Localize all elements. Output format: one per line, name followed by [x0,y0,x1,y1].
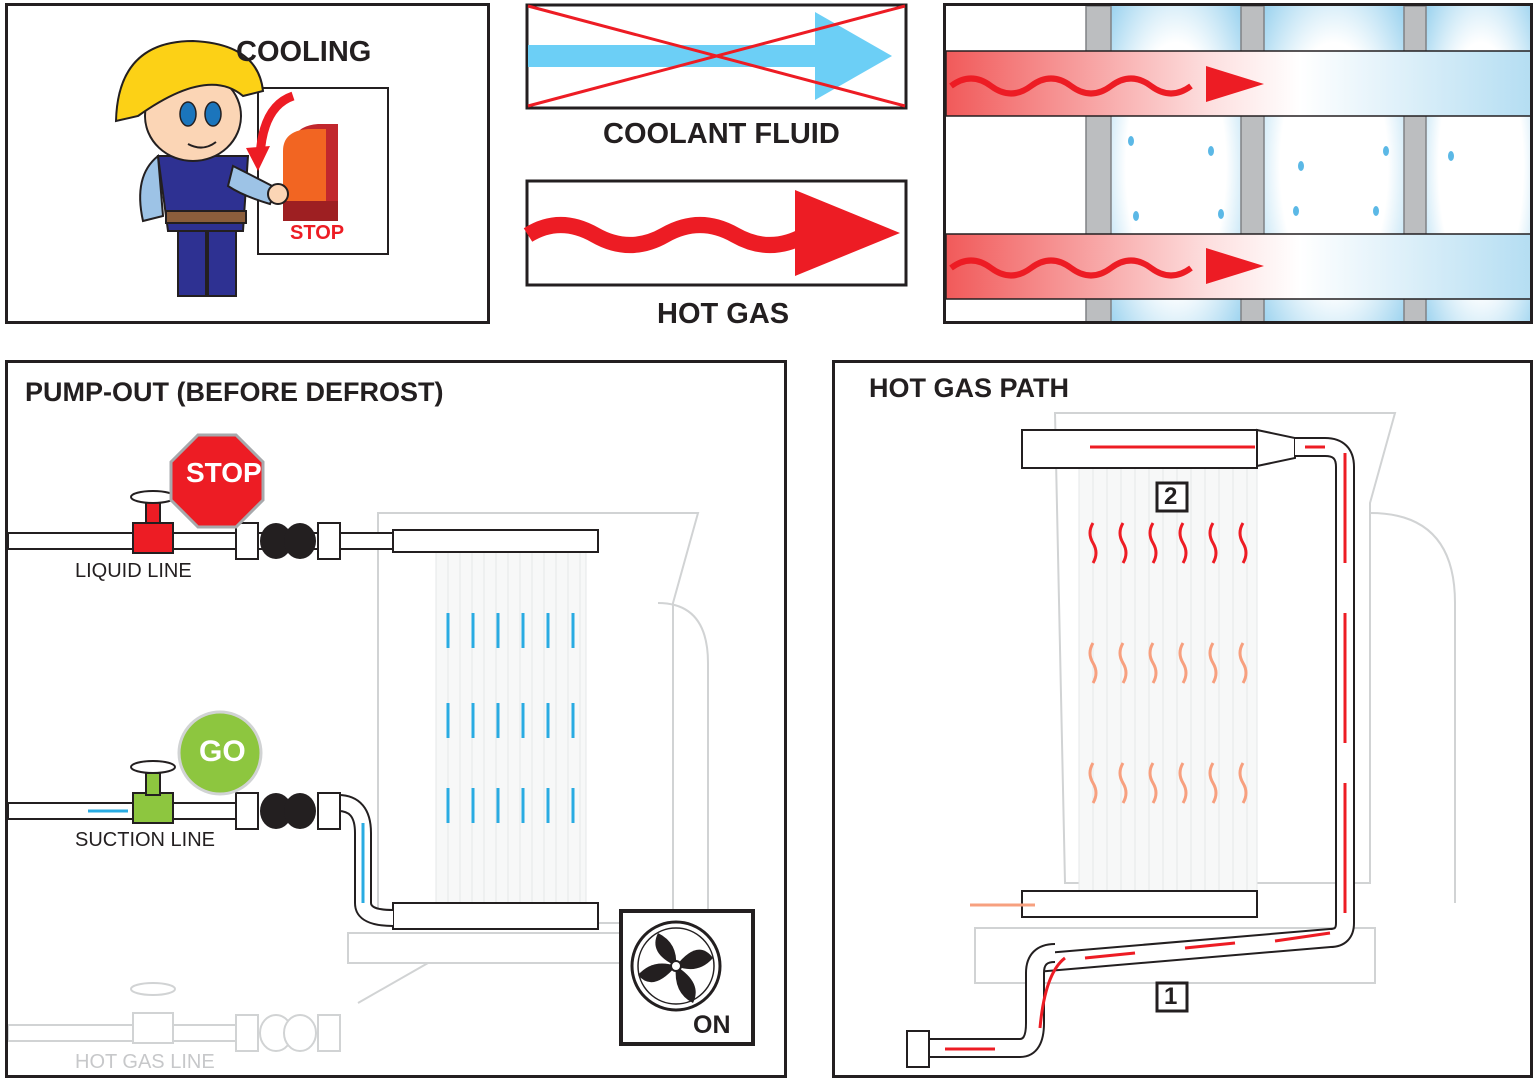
cooling-panel: COOLING STOP [5,3,490,324]
evaporator-outline [974,412,1456,984]
hot-gas-path-title: HOT GAS PATH [869,373,1069,403]
suction-valve-icon [130,760,176,824]
hot-gas-line-label: HOT GAS LINE [75,1051,215,1073]
go-sign-icon [177,710,263,796]
coil-tubes [1078,462,1258,894]
step-2-marker [1155,481,1189,513]
valve-icon [130,490,176,554]
pump-out-panel: PUMP-OUT (BEFORE DEFROST) STOP GO LIQUID… [5,360,787,1078]
inlet-fitting [906,1030,930,1068]
liquid-line-label: LIQUID LINE [75,560,192,582]
hot-gas-label: HOT GAS [657,298,790,330]
coil-tubes [435,547,587,904]
hot-gas-path-panel: HOT GAS PATH 2 1 [832,360,1533,1078]
stop-sign-label: STOP [186,457,262,488]
cooling-title: COOLING [236,36,372,68]
worker-icon [114,39,289,297]
evaporator-outline [347,512,709,1004]
coil-tube-bottom [946,233,1530,300]
bottom-header [1021,890,1258,918]
step-1-marker [1155,981,1189,1013]
stop-sign-icon [169,433,265,529]
fan-icon[interactable] [619,909,755,1046]
stop-button-label: STOP [290,222,345,244]
coolant-fluid-swatch [525,3,908,110]
hot-gas-line-pipe [8,982,341,1052]
go-sign-label: GO [199,735,246,768]
bottom-header [392,902,599,930]
heat-waves-warm [970,642,1248,907]
hot-gas-flow-arrows [945,445,1347,1051]
liquid-line-pipe [8,522,394,560]
suction-line-label: SUCTION LINE [75,829,216,851]
coolant-flow-arrows [88,613,575,903]
stop-button-icon [283,124,338,221]
legend-panel: COOLANT FLUID HOT GAS [520,0,920,340]
heat-waves-hot [1088,522,1248,564]
frosted-coil-panel [943,3,1533,324]
coil-tube-top [946,50,1530,117]
top-header [1021,429,1258,469]
suction-line-pipe [8,792,394,927]
water-drips [1128,136,1454,221]
top-header [392,529,599,553]
coolant-fluid-label: COOLANT FLUID [603,118,840,150]
fan-status-label: ON [693,1011,731,1039]
hot-gas-swatch [523,179,908,287]
step-2-label: 2 [1164,483,1178,510]
pump-out-title: PUMP-OUT (BEFORE DEFROST) [25,377,444,407]
step-1-label: 1 [1164,983,1178,1010]
worker-illustration [114,39,389,297]
